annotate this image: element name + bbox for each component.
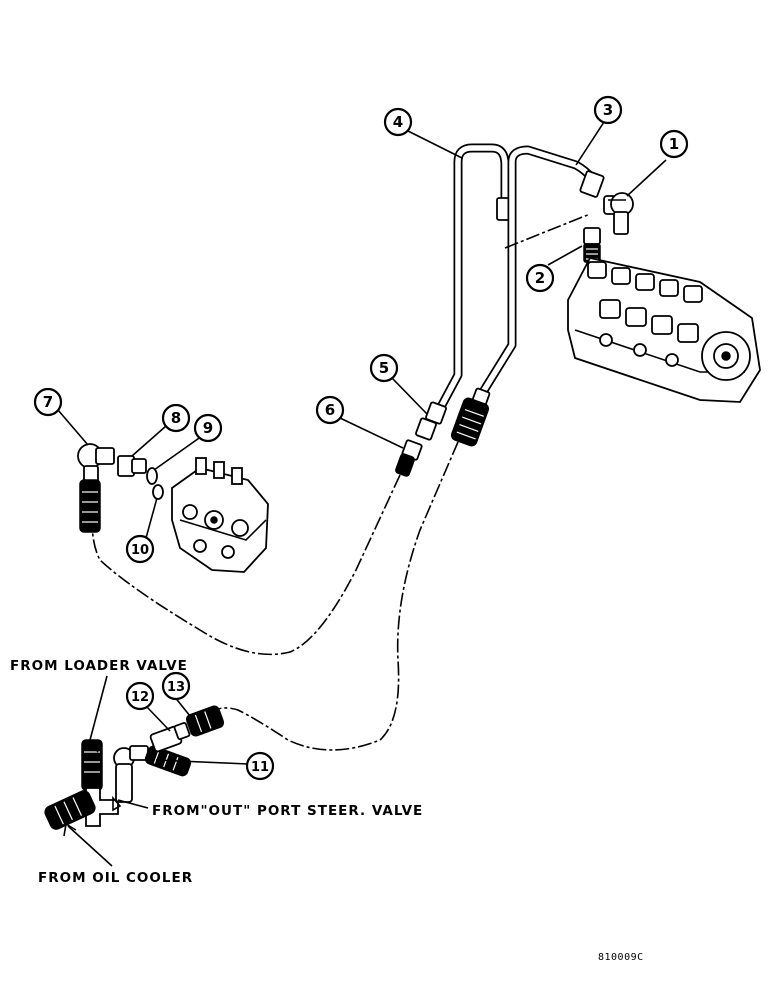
callout-13: 13 — [161, 671, 191, 701]
callout-12: 12 — [125, 681, 155, 711]
leader-lines — [57, 121, 667, 867]
callout-10-label: 10 — [131, 543, 149, 558]
tee-fitting-assembly — [44, 739, 149, 830]
tube-4 — [430, 143, 515, 423]
valve-end-cap — [701, 331, 751, 381]
fitting-12 — [149, 722, 191, 753]
steering-valve-body — [171, 457, 269, 573]
label-from-out-port-steer-valve: FROM"OUT" PORT STEER. VALVE — [152, 803, 423, 819]
callout-11-label: 11 — [251, 760, 269, 775]
callout-1: 1 — [659, 129, 689, 159]
hose-end-upper — [450, 387, 491, 447]
callout-7: 7 — [33, 387, 63, 417]
callout-4-label: 4 — [393, 113, 403, 131]
callout-8-label: 8 — [171, 409, 181, 427]
callout-3: 3 — [593, 95, 623, 125]
callout-13-label: 13 — [167, 680, 185, 695]
tee-body — [85, 787, 119, 827]
callout-9-label: 9 — [203, 419, 213, 437]
hose-end-13 — [185, 705, 225, 737]
callout-5-label: 5 — [379, 359, 389, 377]
callout-8: 8 — [161, 403, 191, 433]
fitting-5 — [415, 401, 447, 441]
hose-upper-to-13 — [211, 441, 459, 751]
fitting-1-elbow — [603, 192, 634, 235]
callout-12-label: 12 — [131, 690, 149, 705]
callout-1-label: 1 — [669, 135, 679, 153]
callout-2-label: 2 — [535, 269, 545, 287]
figure-id: 810009C — [598, 952, 644, 963]
callout-6-label: 6 — [325, 401, 335, 419]
callout-10: 10 — [125, 534, 155, 564]
callout-2: 2 — [525, 263, 555, 293]
tube-3 — [473, 145, 605, 405]
alignment-line-2 — [504, 213, 591, 249]
callout-7-label: 7 — [43, 393, 53, 411]
callout-11: 11 — [245, 751, 275, 781]
fitting-8 — [117, 455, 147, 477]
fitting-7-elbow — [77, 443, 115, 533]
valve-spools — [587, 261, 703, 367]
callout-6: 6 — [315, 395, 345, 425]
callout-4: 4 — [383, 107, 413, 137]
label-from-oil-cooler: FROM OIL COOLER — [38, 870, 193, 886]
oil-cooler-hose — [44, 790, 96, 830]
hose-6-to-7 — [91, 474, 401, 656]
callout-3-label: 3 — [603, 101, 613, 119]
control-valve-block — [567, 256, 761, 403]
callout-5: 5 — [369, 353, 399, 383]
fitting-6 — [395, 439, 423, 477]
fitting-2-connector — [583, 227, 601, 263]
o-ring-10 — [152, 484, 164, 500]
callout-9: 9 — [193, 413, 223, 443]
o-ring-9 — [146, 467, 158, 485]
label-from-loader-valve: FROM LOADER VALVE — [10, 658, 188, 674]
tube-3-nut — [579, 170, 605, 198]
